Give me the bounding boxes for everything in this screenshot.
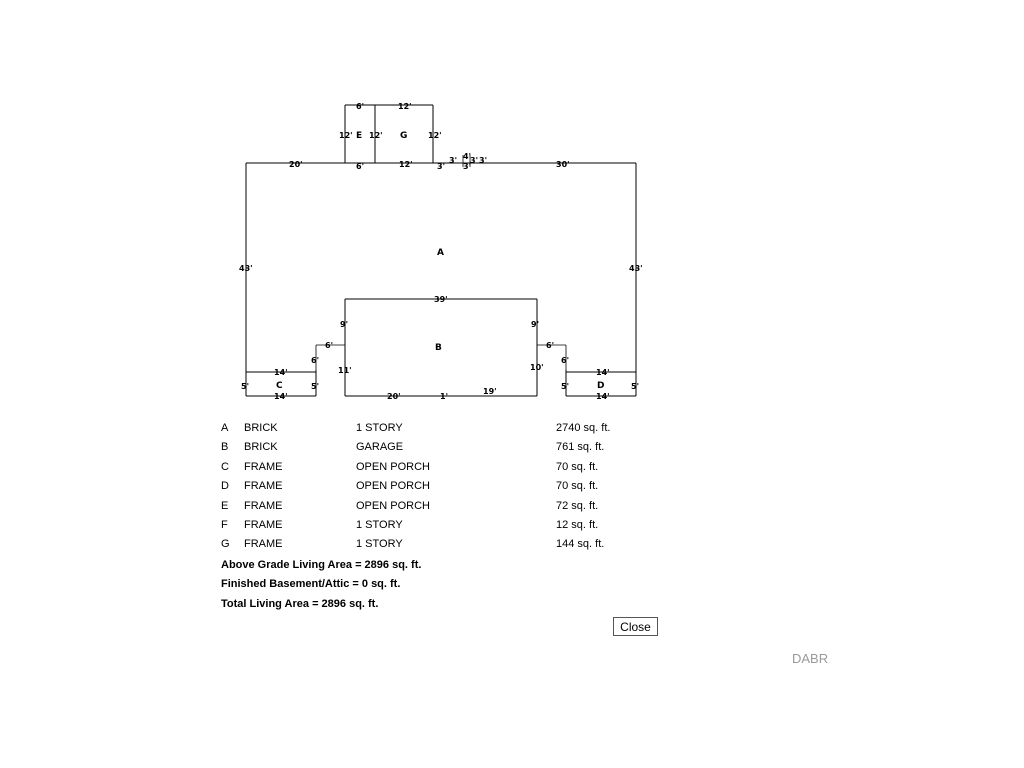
area-material: BRICK [244, 422, 278, 434]
area-b-outline [315, 298, 567, 397]
dim-g-top: 12' [398, 102, 412, 111]
dim-b-top: 39' [434, 295, 448, 304]
dim-c-left: 5' [241, 382, 249, 391]
dim-a-top-right: 30' [556, 160, 570, 169]
area-type: OPEN PORCH [356, 460, 430, 473]
dim-c-right: 5' [311, 382, 319, 391]
table-row: F FRAME 1 STORY 12 sq. ft. [221, 518, 641, 537]
area-d-outline [565, 370, 636, 397]
table-row: C FRAME OPEN PORCH 70 sq. ft. [221, 460, 641, 479]
dim-d-step: 6' [561, 356, 569, 365]
finished-basement-area: Finished Basement/Attic = 0 sq. ft. [221, 578, 401, 590]
area-label-d: D [597, 381, 604, 391]
area-label-a: A [437, 248, 444, 258]
area-e-g-outline [344, 104, 434, 163]
close-button[interactable]: Close [613, 617, 658, 636]
watermark: DABR [792, 651, 829, 666]
area-code: F [221, 518, 228, 531]
table-row: D FRAME OPEN PORCH 70 sq. ft. [221, 479, 641, 498]
above-grade-area: Above Grade Living Area = 2896 sq. ft. [221, 559, 422, 571]
dim-f-3d: 3' [479, 156, 487, 165]
table-row: A BRICK 1 STORY 2740 sq. ft. [221, 421, 641, 440]
area-label-b: B [435, 343, 442, 353]
area-size: 12 sq. ft. [556, 518, 599, 531]
dim-d-top: 14' [596, 368, 610, 377]
area-label-e: E [356, 131, 362, 141]
area-size: 72 sq. ft. [556, 499, 599, 512]
dim-a-left: 43' [239, 264, 253, 273]
dim-a-top-g-bottom: 12' [399, 160, 413, 169]
dim-b-left-upper: 9' [340, 320, 348, 329]
area-label-c: C [276, 381, 283, 391]
dim-f-3c: 3' [470, 156, 478, 165]
floor-plan-sketch: A B C D E G 20' 30' 43' 43' 6' 12' 3' 3'… [239, 102, 643, 401]
dim-e-left: 12' [339, 131, 353, 140]
dim-a-top-e-bottom: 6' [356, 162, 364, 171]
table-row: E FRAME OPEN PORCH 72 sq. ft. [221, 499, 641, 518]
dim-e-top: 6' [356, 102, 364, 111]
area-material: FRAME [244, 460, 283, 473]
dim-f-3a: 3' [449, 156, 457, 165]
area-code: D [221, 480, 229, 493]
area-type: 1 STORY [356, 518, 403, 531]
area-table: A BRICK 1 STORY 2740 sq. ft. B BRICK GAR… [221, 421, 641, 557]
dim-a-right: 43' [629, 264, 643, 273]
dim-d-left: 5' [561, 382, 569, 391]
area-size: 2740 sq. ft. [556, 422, 611, 434]
dim-a-top-left: 20' [289, 160, 303, 169]
dim-d-bottom: 14' [596, 392, 610, 401]
dim-b-bottom-right: 19' [483, 387, 497, 396]
area-material: FRAME [244, 538, 283, 551]
dim-b-bottom-left: 20' [387, 392, 401, 401]
area-label-g: G [400, 131, 407, 141]
area-type: OPEN PORCH [356, 480, 430, 493]
area-a-outline [245, 162, 637, 396]
area-type: 1 STORY [356, 538, 403, 551]
area-f-outline [462, 155, 471, 167]
area-size: 70 sq. ft. [556, 460, 599, 473]
dim-c-step: 6' [311, 356, 319, 365]
dim-f-3b: 3' [463, 162, 471, 171]
area-c-outline [246, 370, 317, 397]
area-code: C [221, 460, 229, 473]
area-type: OPEN PORCH [356, 499, 430, 512]
dim-a-top-3a: 3' [437, 162, 445, 171]
area-size: 761 sq. ft. [556, 441, 605, 454]
area-material: FRAME [244, 499, 283, 512]
dim-c-bottom: 14' [274, 392, 288, 401]
dim-c-top: 14' [274, 368, 288, 377]
area-size: 70 sq. ft. [556, 480, 599, 493]
area-material: FRAME [244, 518, 283, 531]
dim-d-right: 5' [631, 382, 639, 391]
area-type: 1 STORY [356, 422, 403, 434]
table-row: G FRAME 1 STORY 144 sq. ft. [221, 537, 641, 556]
area-code: E [221, 499, 229, 512]
dim-b-right-lower: 10' [530, 363, 544, 372]
dim-b-left-lower: 11' [338, 366, 352, 375]
dimension-labels: 20' 30' 43' 43' 6' 12' 3' 3' 4' 3' 3' 3'… [239, 102, 643, 401]
area-size: 144 sq. ft. [556, 538, 605, 551]
dim-b-jog-left: 6' [325, 341, 333, 350]
dim-g-right: 12' [428, 131, 442, 140]
area-code: B [221, 441, 229, 454]
area-type: GARAGE [356, 441, 404, 454]
area-code: A [221, 422, 229, 434]
area-material: FRAME [244, 480, 283, 493]
dim-e-right: 12' [369, 131, 383, 140]
area-code: G [221, 538, 230, 551]
dim-b-bottom-mid: 1' [440, 392, 448, 401]
area-material: BRICK [244, 441, 278, 454]
dim-b-right-upper: 9' [531, 320, 539, 329]
dim-f-4: 4' [463, 152, 471, 161]
table-row: B BRICK GARAGE 761 sq. ft. [221, 440, 641, 459]
dim-b-jog-right: 6' [546, 341, 554, 350]
total-living-area: Total Living Area = 2896 sq. ft. [221, 598, 379, 610]
